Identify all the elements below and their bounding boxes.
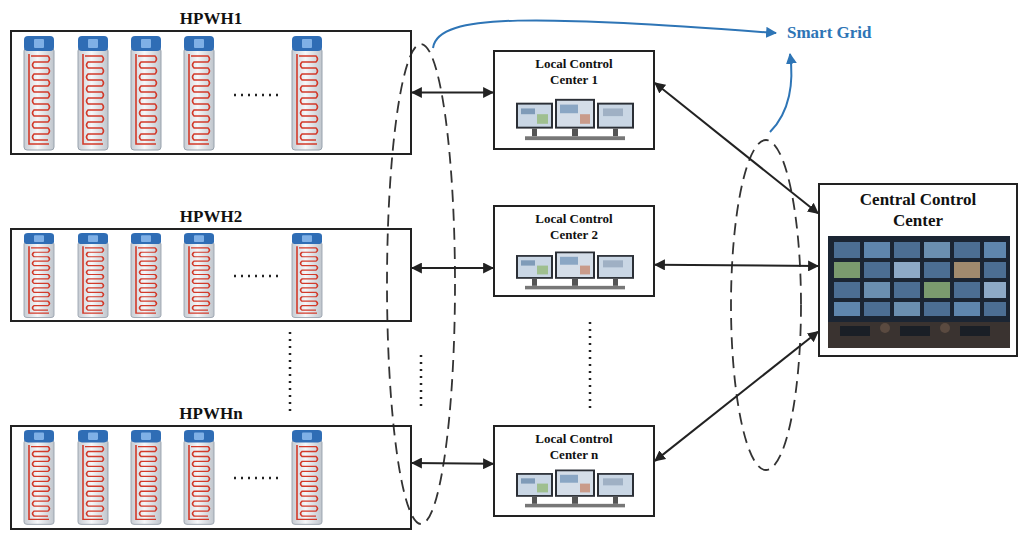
group-heading: HPWHn <box>10 403 412 425</box>
link-arrow <box>412 92 493 94</box>
group-heading: HPWH1 <box>10 8 412 30</box>
group-frame <box>10 30 412 155</box>
group-frame <box>10 228 412 322</box>
center-name: Local Control Center 1 <box>522 56 626 88</box>
heater-group: HPWHn <box>10 403 412 530</box>
link-arrow <box>412 267 493 269</box>
link-arrow <box>412 462 493 465</box>
group-frame <box>10 425 412 530</box>
link-arrow <box>655 83 818 213</box>
grid-label: Smart Grid <box>787 22 872 44</box>
control-center-box: Local Control Center 1 <box>493 50 655 150</box>
link-arrow <box>655 265 818 266</box>
link-arrow <box>655 332 818 461</box>
center-name: Local Control Center 2 <box>522 211 626 243</box>
heater-group: HPWH2 <box>10 206 412 322</box>
center-name: Central Control Center <box>843 189 993 231</box>
central-center-box: Central Control Center <box>818 183 1018 357</box>
control-center-box: Local Control Center 2 <box>493 205 655 297</box>
group-heading: HPWH2 <box>10 206 412 228</box>
center-name: Local Control Center n <box>522 431 626 463</box>
control-center-box: Local Control Center n <box>493 425 655 517</box>
heater-group: HPWH1 <box>10 8 412 155</box>
